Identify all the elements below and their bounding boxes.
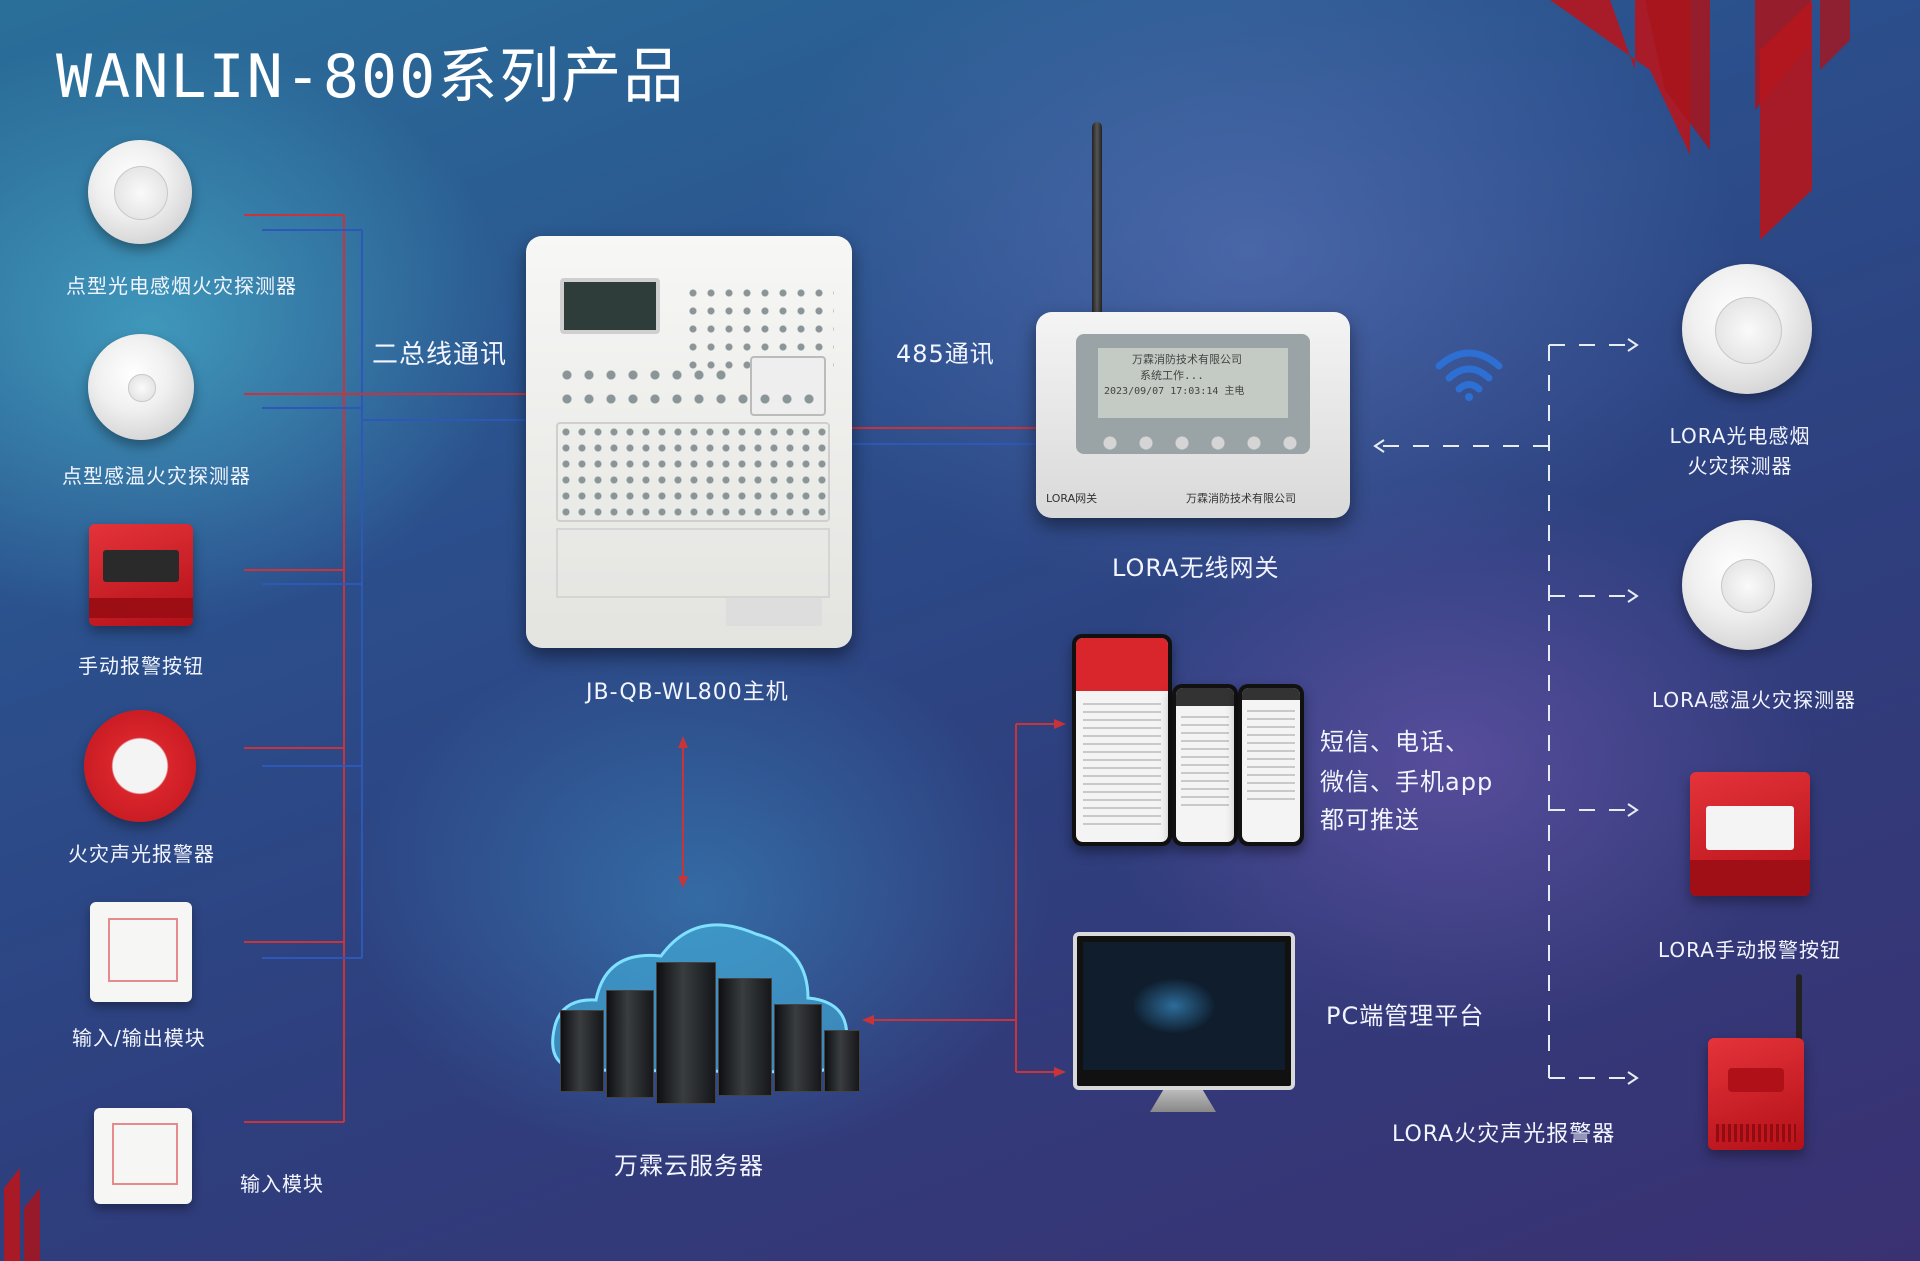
gateway-brand-left: LORA网关	[1046, 492, 1098, 505]
phone-app-image-1	[1072, 634, 1172, 846]
server-rack-5	[774, 1004, 822, 1092]
heat-detector-image	[88, 334, 194, 440]
input-module-label: 输入模块	[240, 1172, 324, 1196]
rs485-communication-label: 485通讯	[896, 340, 995, 368]
gateway-label: LORA无线网关	[1112, 554, 1280, 582]
input-module-image	[94, 1108, 192, 1204]
lora-smoke-detector-image	[1682, 264, 1812, 394]
decorative-stripes	[1550, 0, 1850, 240]
server-rack-6	[824, 1030, 860, 1092]
lora-smoke-detector-label-1: LORA光电感烟	[1669, 424, 1811, 448]
page-title: WANLIN-800系列产品	[56, 42, 686, 112]
decorative-stripe-bottom-left	[4, 1168, 40, 1261]
lora-heat-detector-image	[1682, 520, 1812, 650]
manual-alarm-button-label: 手动报警按钮	[78, 654, 204, 678]
server-rack-4	[718, 978, 772, 1096]
io-module-label: 输入/输出模块	[72, 1026, 206, 1050]
push-text-line2: 微信、手机app	[1320, 768, 1494, 796]
lora-manual-alarm-button-label: LORA手动报警按钮	[1658, 938, 1841, 962]
lora-sound-light-alarm-label: LORA火灾声光报警器	[1392, 1122, 1616, 1147]
server-rack-1	[560, 1010, 604, 1092]
cloud-server-label: 万霖云服务器	[614, 1152, 764, 1180]
heat-detector-label: 点型感温火灾探测器	[62, 464, 251, 488]
lora-heat-detector-label: LORA感温火灾探测器	[1652, 688, 1856, 712]
pc-platform-label: PC端管理平台	[1326, 1002, 1485, 1030]
server-rack-3	[656, 962, 716, 1104]
wifi-icon	[1435, 349, 1503, 401]
fire-alarm-controller-image	[526, 236, 852, 648]
smoke-detector-image	[88, 140, 192, 244]
lora-alarm-antenna	[1796, 974, 1802, 1058]
pc-monitor-image	[1073, 932, 1295, 1090]
smoke-detector-label: 点型光电感烟火灾探测器	[66, 274, 297, 298]
bus-communication-label: 二总线通讯	[372, 340, 508, 370]
gateway-screen-line3: 2023/09/07 17:03:14 主电	[1104, 386, 1245, 397]
lora-gateway-image: 万霖消防技术有限公司 系统工作... 2023/09/07 17:03:14 主…	[1036, 312, 1350, 518]
lora-smoke-detector-label-2: 火灾探测器	[1687, 454, 1793, 478]
gateway-brand-right: 万霖消防技术有限公司	[1186, 492, 1296, 505]
server-rack-2	[606, 990, 654, 1098]
phone-app-image-2	[1172, 684, 1238, 846]
gateway-screen-line2: 系统工作...	[1140, 369, 1204, 382]
sound-light-alarm-image	[84, 710, 196, 822]
pc-monitor-stand	[1150, 1090, 1216, 1112]
controller-label: JB-QB-WL800主机	[586, 680, 789, 705]
push-text-line1: 短信、电话、	[1320, 728, 1470, 756]
sound-light-alarm-label: 火灾声光报警器	[68, 842, 215, 866]
lora-manual-alarm-button-image	[1690, 772, 1810, 896]
gateway-screen-line1: 万霖消防技术有限公司	[1132, 353, 1242, 366]
io-module-image	[90, 902, 192, 1002]
lora-sound-light-alarm-image	[1708, 1038, 1804, 1150]
manual-alarm-button-image	[89, 524, 193, 626]
gateway-antenna	[1092, 122, 1102, 316]
phone-app-image-3	[1238, 684, 1304, 846]
push-text-line3: 都可推送	[1320, 806, 1420, 834]
